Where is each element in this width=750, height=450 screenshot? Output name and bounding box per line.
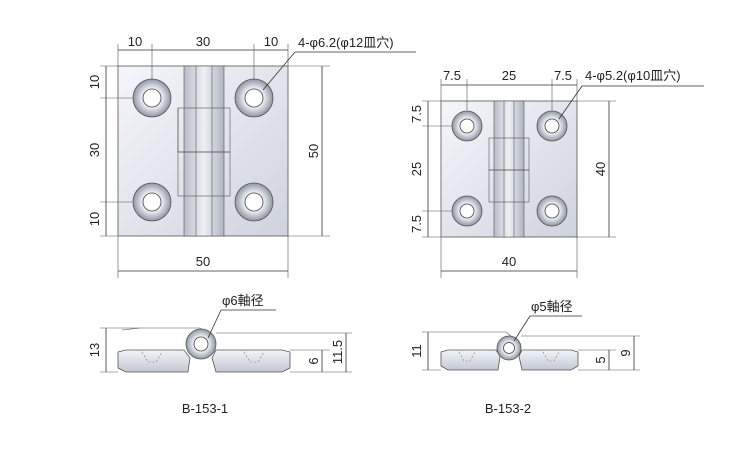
hinge-1-side-leaf-right: [211, 349, 291, 373]
hinge-2-hole-bl: [451, 195, 483, 227]
hinge-2-dim-mid: 25: [502, 68, 516, 83]
hinge-1-hole-tl: [132, 78, 172, 118]
hinge-1-shaft-note: φ6軸径: [222, 293, 264, 308]
hinge-1-dim-left: 10: [128, 34, 142, 49]
hinge-1-hole-bl: [132, 182, 172, 222]
hinge-2-shaft-note: φ5軸径: [531, 299, 573, 314]
hinge-2-caption: B-153-2: [485, 401, 531, 416]
hinge-1-side-dim-11-5: 11.5: [330, 340, 345, 364]
hinge-1-dim-mid: 30: [196, 34, 210, 49]
hinge-1-dim-right: 10: [264, 34, 278, 49]
hinge-2-dim-right: 7.5: [554, 68, 572, 83]
hinge-2-hole-br: [536, 195, 568, 227]
hinge-1-dim-height: 50: [306, 144, 321, 158]
hinge-1-top-view: 10 30 10 4-φ6.2(φ12皿穴) 10 30 10 50 50: [87, 34, 416, 278]
hinge-1-side-leaf-left: [117, 349, 191, 373]
hinge-2-hole-tr: [536, 110, 568, 142]
hinge-2-dim-left: 7.5: [443, 68, 461, 83]
hinge-1-knuckle: [183, 65, 225, 237]
hinge-2-side-leaf-right: [518, 349, 579, 371]
hinge-2-side-view: φ5軸径 11 5 9 B-153-2: [409, 299, 640, 416]
hinge-2-side-dim-11: 11: [409, 344, 424, 358]
hinge-1-side-dim-6: 6: [306, 357, 321, 364]
hinge-1-hole-note: 4-φ6.2(φ12皿穴): [298, 35, 394, 50]
hinge-2-dim-v-bot: 7.5: [409, 215, 424, 233]
hinge-2-dim-width: 40: [502, 254, 516, 269]
hinge-1-dim-v-mid: 30: [87, 143, 102, 157]
hinge-1-dim-v-bot: 10: [87, 212, 102, 226]
hinge-2-top-view: 7.5 25 7.5 4-φ5.2(φ10皿穴) 7.5 25 7.5 40 4…: [409, 68, 704, 278]
hinge-2-side-dim-5: 5: [593, 356, 608, 363]
hinge-1-side-dim-13: 13: [87, 343, 102, 357]
hinge-2-hole-tl: [451, 110, 483, 142]
hinge-2-dim-v-mid: 25: [409, 162, 424, 176]
hinge-2-hole-note: 4-φ5.2(φ10皿穴): [585, 68, 681, 83]
hinge-1-side-view: φ6軸径 13 6 11.5 B-153-1: [87, 293, 352, 416]
hinge-2-dim-height: 40: [593, 162, 608, 176]
hinge-2-knuckle: [493, 100, 525, 238]
hinge-2-side-dim-9: 9: [618, 349, 633, 356]
hinge-1-caption: B-153-1: [182, 401, 228, 416]
hinge-2-dim-v-top: 7.5: [409, 105, 424, 123]
hinge-1-dim-v-top: 10: [87, 75, 102, 89]
hinge-1-hole-br: [234, 182, 274, 222]
hinge-1-dim-width: 50: [196, 254, 210, 269]
hinge-1-hole-tr: [234, 78, 274, 118]
